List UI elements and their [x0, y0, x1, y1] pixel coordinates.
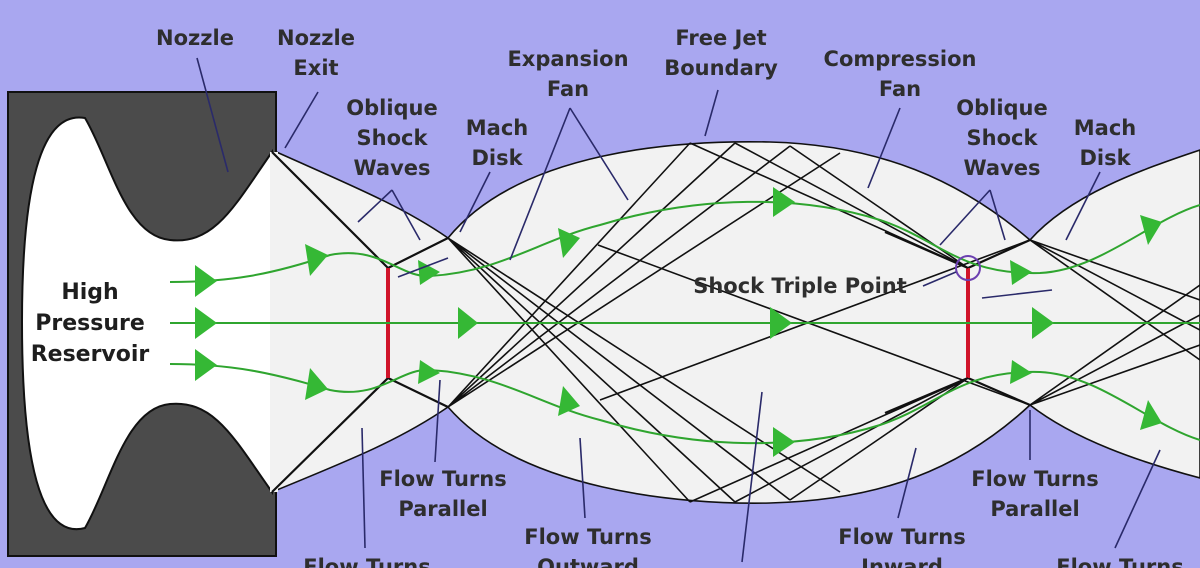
- label-outward-a: Flow Turns: [524, 525, 651, 549]
- label-inward-a: Flow Turns: [838, 525, 965, 549]
- label-compression-fan-a: Compression: [824, 47, 977, 71]
- label-reservoir-b: Pressure: [35, 311, 145, 336]
- triple-point-marker: [955, 255, 981, 281]
- label-oblique-shock-1b: Shock: [357, 126, 429, 150]
- label-bottom-left: Flow Turns: [303, 555, 430, 568]
- label-mach-disk-2b: Disk: [1079, 146, 1131, 170]
- label-expansion-fan-b: Fan: [547, 77, 589, 101]
- label-compression-fan-b: Fan: [879, 77, 921, 101]
- label-parallel-1b: Parallel: [398, 497, 487, 521]
- label-free-jet-b: Boundary: [664, 56, 778, 80]
- label-mach-disk-2a: Mach: [1074, 116, 1136, 140]
- label-reservoir-a: High: [61, 280, 118, 305]
- label-oblique-shock-1a: Oblique: [346, 96, 438, 120]
- label-bottom-right: Flow Turns: [1056, 555, 1183, 568]
- label-oblique-shock-2b: Shock: [967, 126, 1039, 150]
- label-nozzle-exit-line1: Nozzle: [277, 26, 355, 50]
- reservoir-cavity: [20, 116, 273, 531]
- label-mach-disk-1a: Mach: [466, 116, 528, 140]
- flow-arrows: [195, 187, 1162, 457]
- label-oblique-shock-2a: Oblique: [956, 96, 1048, 120]
- label-free-jet-a: Free Jet: [675, 26, 766, 50]
- label-nozzle: Nozzle: [156, 26, 234, 50]
- streamlines: [169, 200, 1200, 445]
- label-parallel-2a: Flow Turns: [971, 467, 1098, 491]
- label-triple-point: Shock Triple Point: [693, 274, 907, 298]
- label-outward-b: Outward: [537, 555, 639, 568]
- label-oblique-shock-2c: Waves: [963, 156, 1040, 180]
- label-parallel-2b: Parallel: [990, 497, 1079, 521]
- labels: Nozzle Nozzle Exit Oblique Shock Waves M…: [31, 26, 1184, 568]
- leader-lines: [196, 57, 1161, 563]
- label-expansion-fan-a: Expansion: [507, 47, 628, 71]
- wave-fans: [447, 142, 1200, 503]
- label-nozzle-exit-line2: Exit: [293, 56, 338, 80]
- label-inward-b: Inward: [861, 555, 943, 568]
- label-reservoir-c: Reservoir: [31, 342, 150, 367]
- label-parallel-1a: Flow Turns: [379, 467, 506, 491]
- label-mach-disk-1b: Disk: [471, 146, 523, 170]
- label-oblique-shock-1c: Waves: [353, 156, 430, 180]
